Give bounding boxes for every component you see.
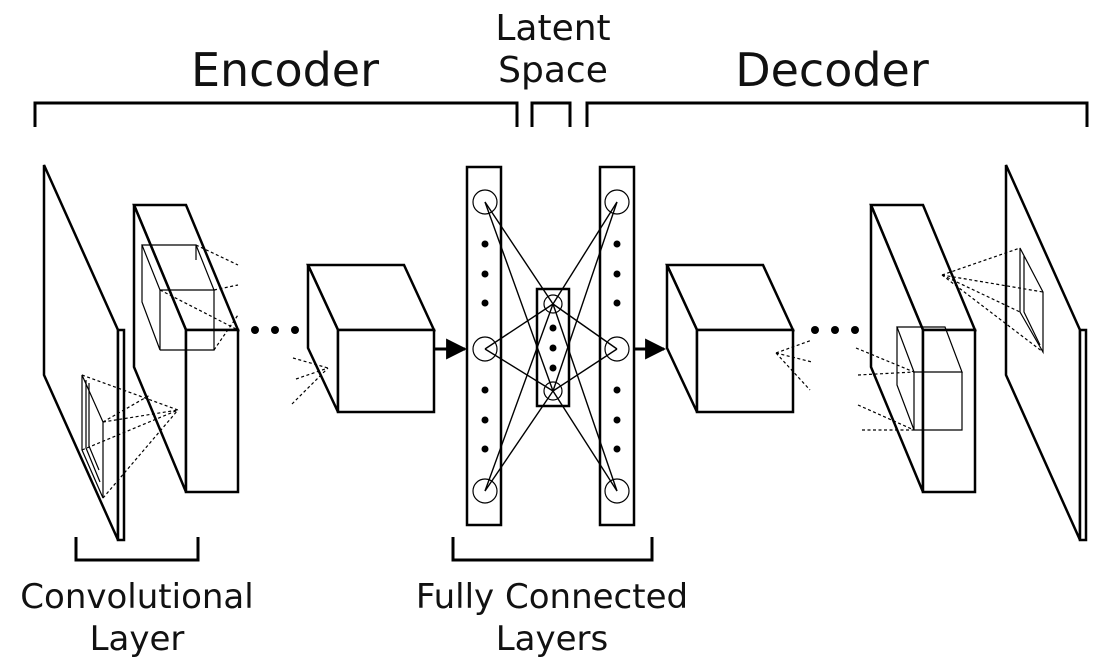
latent-bracket (530, 101, 572, 127)
decoder-cube (665, 263, 813, 414)
decoder-label: Decoder (735, 43, 929, 97)
decoder-ellipsis-dots (811, 326, 859, 334)
conv-layer-label-line2: Layer (90, 619, 185, 659)
decoder-bracket (585, 101, 1089, 127)
encoder-bracket (33, 101, 519, 127)
fc-connections (484, 201, 618, 492)
output-image-plane (941, 164, 1088, 542)
encoder-ellipsis-dots (251, 326, 299, 334)
fc-layers-label-line1: Fully Connected (416, 577, 688, 617)
fc-layers-bracket (451, 537, 654, 562)
fc-layers-label-line2: Layers (496, 619, 609, 659)
input-image-plane (42, 164, 126, 542)
latent-space-label-line1: Latent (495, 8, 610, 49)
conv-layer-bracket (74, 537, 200, 562)
input-kernel-pyramid (81, 374, 179, 499)
latent-space-label-line2: Space (498, 50, 608, 91)
fc-layer-1 (465, 165, 503, 527)
conv-layer-label-line1: Convolutional (20, 577, 253, 617)
latent-layer (535, 287, 571, 408)
deconv-feature-map (855, 203, 977, 494)
fc-layer-2 (598, 165, 636, 527)
conv1-projection-lines (159, 244, 239, 351)
encoder-label: Encoder (191, 43, 379, 97)
conv-feature-map-1 (132, 203, 240, 494)
encoder-cube (291, 263, 436, 414)
